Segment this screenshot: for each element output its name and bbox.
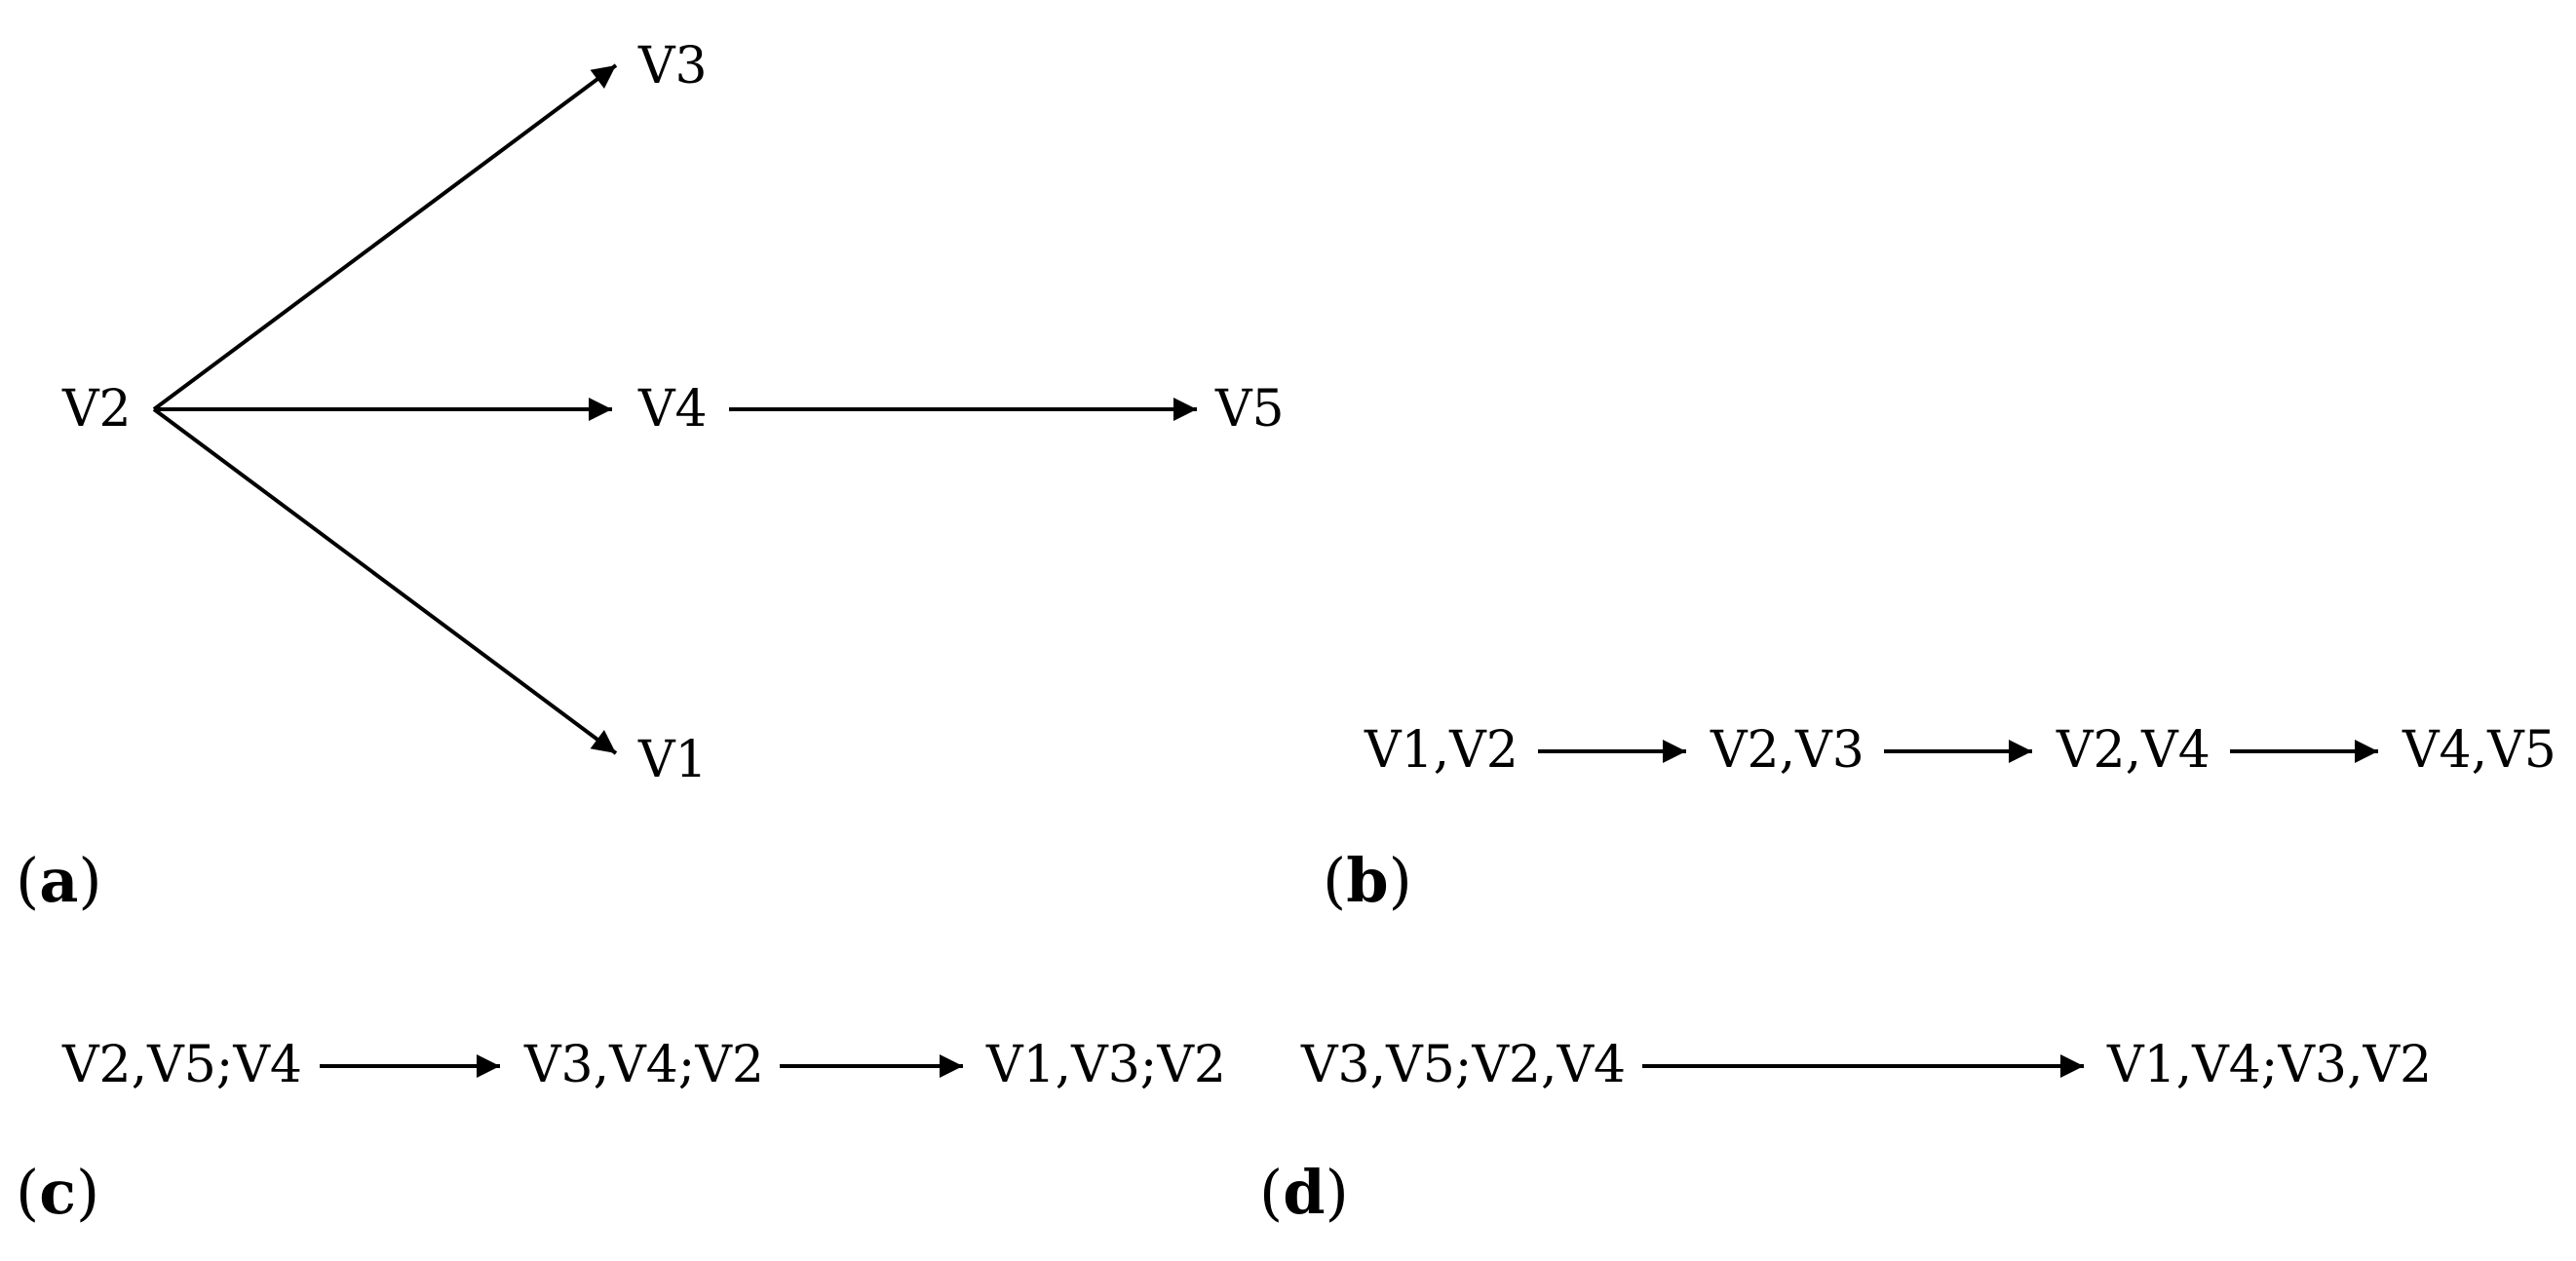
chain-d-node-0: V3,V5;V2,V4 bbox=[1300, 1036, 1626, 1094]
panel-label-b: (b) bbox=[1323, 845, 1412, 916]
chain-d-node-1: V1,V4;V3,V2 bbox=[2106, 1036, 2432, 1094]
node-v5: V5 bbox=[1214, 380, 1285, 439]
chain-c-node-2: V1,V3;V2 bbox=[985, 1036, 1226, 1094]
chain-c-node-1: V3,V4;V2 bbox=[523, 1036, 764, 1094]
panel-label-c-letter: c bbox=[39, 1157, 76, 1228]
panel-b: V1,V2 V2,V3 V2,V4 V4,V5 (b) bbox=[1323, 721, 2557, 916]
node-v1: V1 bbox=[637, 731, 708, 789]
panel-label-c: (c) bbox=[16, 1157, 99, 1228]
panel-label-d: (d) bbox=[1259, 1157, 1349, 1228]
chain-c-node-0: V2,V5;V4 bbox=[61, 1036, 302, 1094]
edge-v2-v1 bbox=[152, 407, 618, 755]
node-v3: V3 bbox=[637, 37, 708, 96]
panel-label-d-letter: d bbox=[1283, 1157, 1325, 1228]
panel-label-a-letter: a bbox=[39, 845, 78, 916]
node-v2: V2 bbox=[61, 380, 132, 439]
panel-c: V2,V5;V4 V3,V4;V2 V1,V3;V2 (c) bbox=[16, 1036, 1226, 1228]
panel-a: V2 V3 V4 V5 V1 (a) bbox=[16, 37, 1285, 916]
chain-b-node-1: V2,V3 bbox=[1710, 721, 1865, 780]
panel-label-b-letter: b bbox=[1346, 845, 1388, 916]
chain-b-node-0: V1,V2 bbox=[1364, 721, 1519, 780]
panel-d: V3,V5;V2,V4 V1,V4;V3,V2 (d) bbox=[1259, 1036, 2432, 1228]
node-v4: V4 bbox=[637, 380, 708, 439]
chain-b-node-3: V4,V5 bbox=[2402, 721, 2557, 780]
edge-v2-v3 bbox=[152, 63, 618, 411]
chain-b-node-2: V2,V4 bbox=[2056, 721, 2211, 780]
panel-label-a: (a) bbox=[16, 845, 102, 916]
